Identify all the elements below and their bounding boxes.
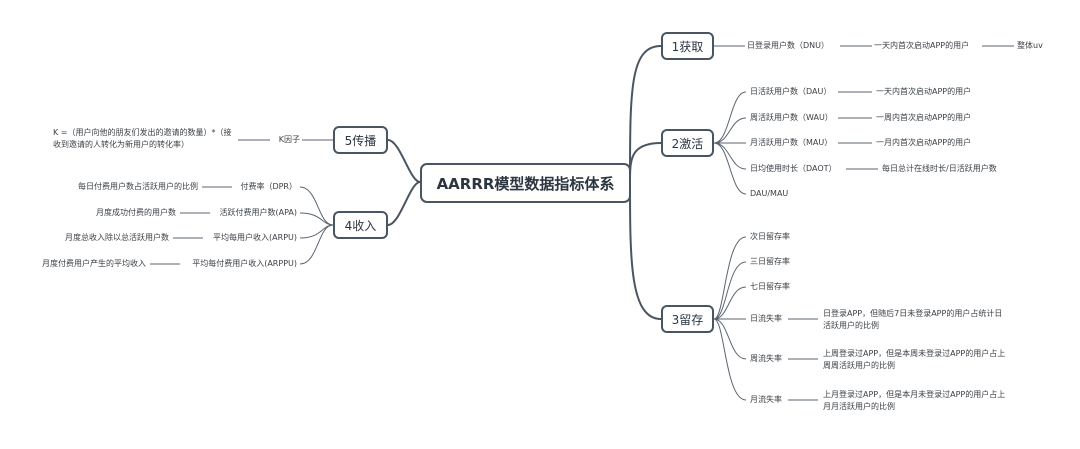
- retention-item: 次日留存率: [750, 232, 790, 241]
- activation-item: 日活跃用户数（DAU）: [750, 87, 832, 96]
- branch-acquisition: 1获取: [661, 32, 714, 60]
- referral-item: K因子: [278, 135, 300, 144]
- branch-activation: 2激活: [661, 129, 714, 157]
- branch-retention: 3留存: [661, 305, 714, 333]
- root-node: AARRR模型数据指标体系: [420, 163, 631, 203]
- retention-item: 周流失率: [750, 354, 782, 363]
- revenue-desc: 每日付费用户数占活跃用户的比例: [78, 182, 198, 191]
- revenue-desc: 月度付费用户产生的平均收入: [42, 259, 146, 268]
- acquisition-item: 日登录用户数（DNU）: [747, 41, 829, 50]
- acquisition-desc: 一天内首次启动APP的用户: [874, 41, 970, 50]
- activation-desc: 每日总计在线时长/日活跃用户数: [882, 164, 997, 173]
- branch-revenue: 4收入: [333, 211, 388, 239]
- retention-item: 日流失率: [750, 314, 782, 323]
- branch-referral: 5传播: [333, 126, 388, 154]
- leaf-lines: [150, 45, 1014, 401]
- activation-item: 周活跃用户数（WAU）: [750, 113, 833, 122]
- revenue-item: 付费率（DPR）: [240, 182, 297, 191]
- referral-desc: K =（用户向他的朋友们发出的邀请的数量）*（接收到邀请的人转化为新用户的转化率…: [53, 128, 232, 149]
- acquisition-extra: 整体uv: [1017, 41, 1043, 50]
- activation-desc: 一天内首次启动APP的用户: [876, 87, 972, 96]
- revenue-desc: 月度成功付费的用户数: [96, 208, 176, 217]
- revenue-item: 活跃付费用户数(APA): [219, 208, 298, 217]
- revenue-item: 平均每付费用户收入(ARPPU): [192, 259, 297, 268]
- revenue-desc: 月度总收入除以总活跃用户数: [65, 233, 169, 242]
- revenue-item: 平均每用户收入(ARPU): [213, 233, 297, 242]
- activation-desc: 一月内首次启动APP的用户: [876, 138, 972, 147]
- activation-item: 日均使用时长（DAOT）: [750, 164, 837, 173]
- retention-desc: 上月登录过APP，但是本月未登录过APP的用户占上月月活跃用户的比例: [823, 390, 1006, 411]
- retention-desc: 日登录APP，但随后7日未登录APP的用户占统计日活跃用户的比例: [823, 309, 1003, 330]
- retention-desc: 上周登录过APP，但是本周未登录过APP的用户占上周周活跃用户的比例: [823, 349, 1006, 370]
- retention-item: 月流失率: [750, 395, 782, 404]
- activation-item: DAU/MAU: [750, 189, 789, 198]
- retention-item: 三日留存率: [750, 257, 790, 266]
- activation-item: 月活跃用户数（MAU）: [750, 138, 833, 147]
- retention-item: 七日留存率: [750, 282, 790, 291]
- activation-desc: 一周内首次启动APP的用户: [876, 113, 972, 122]
